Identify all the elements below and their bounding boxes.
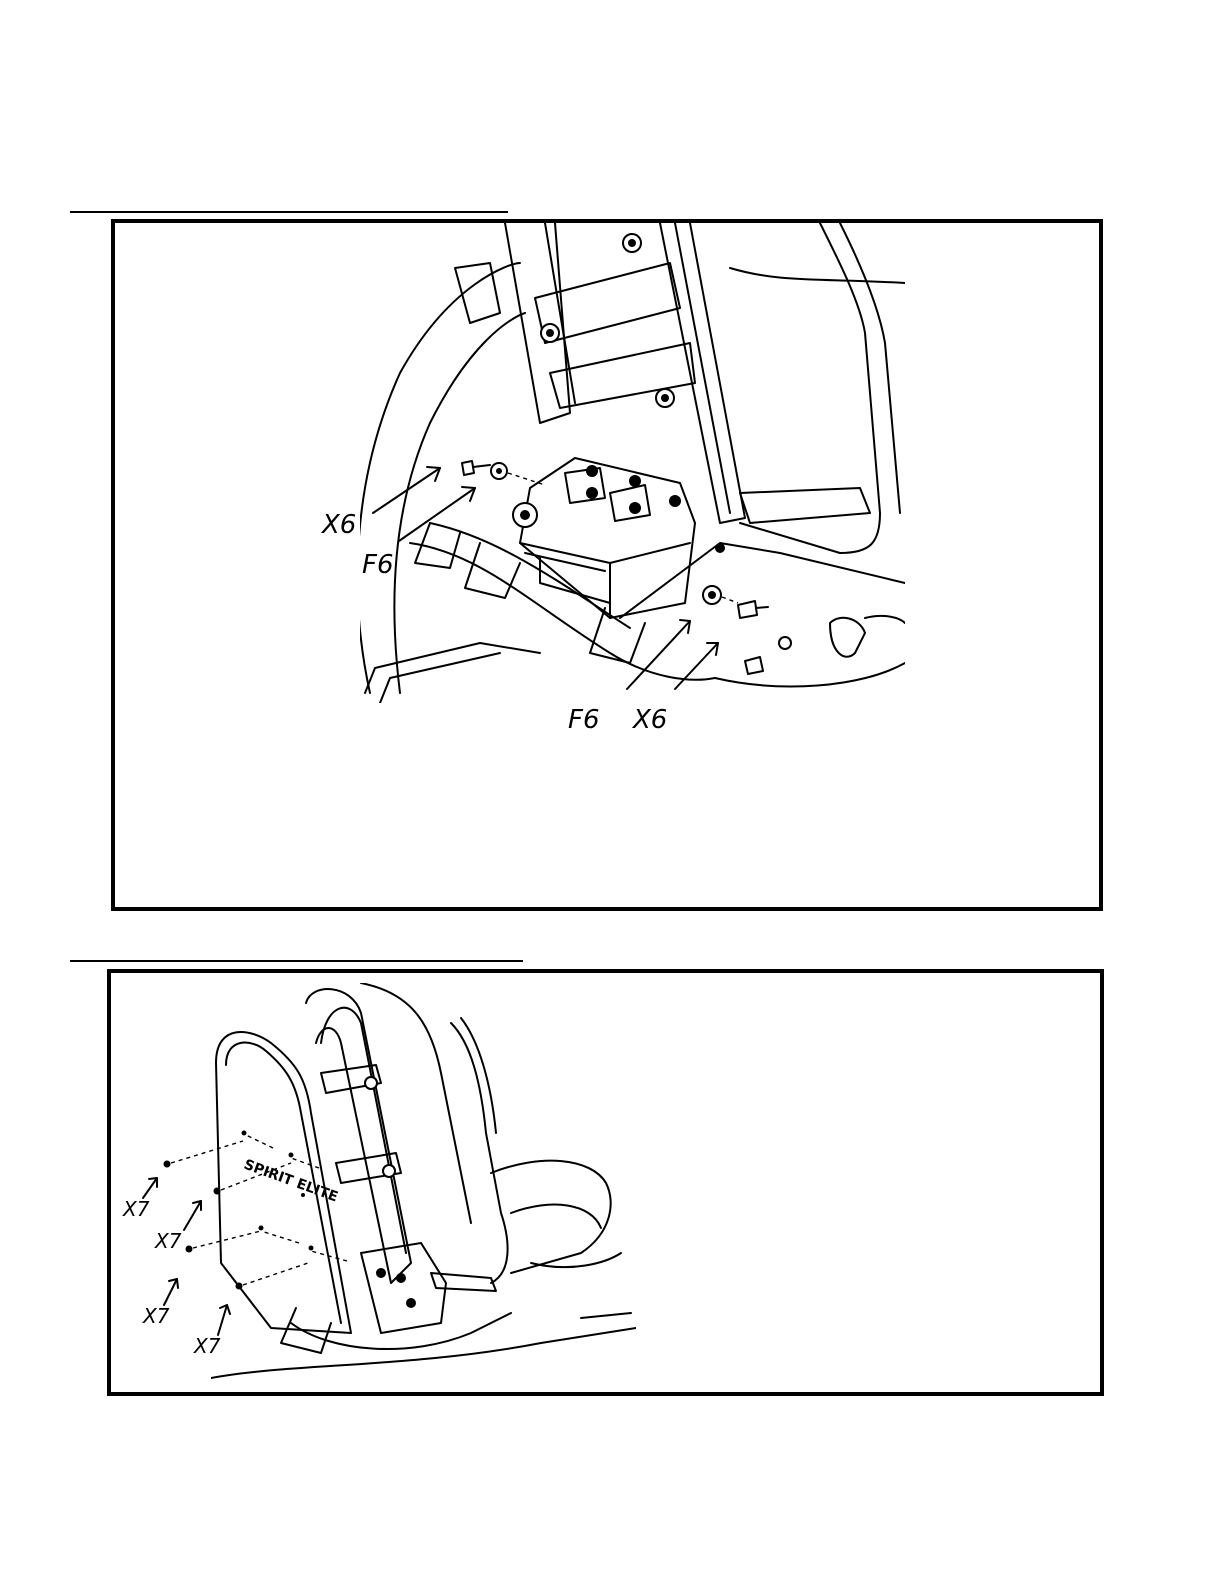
step2-callout-x7-4: X7 [194,1334,220,1358]
step1-callout-x6-bottom: X6 [633,705,667,735]
step2-callout-x7-3: X7 [143,1304,169,1328]
step2-screws-and-arrows [111,973,1108,1400]
step1-callout-f6-bottom: F6 [568,705,600,735]
step1-callout-x6-left: X6 [322,510,356,540]
step2-figure-panel: SPIRIT ELITE [107,969,1104,1396]
step2-heading-rule [70,960,523,962]
step2-callout-x7-2: X7 [155,1229,181,1253]
step2-callout-x7-1: X7 [123,1197,149,1221]
step1-callout-f6-left: F6 [362,550,394,580]
step1-leader-arrows [115,223,1107,915]
step1-figure-panel: X6 F6 F6 X6 [111,219,1103,911]
step1-heading-rule [70,211,508,213]
